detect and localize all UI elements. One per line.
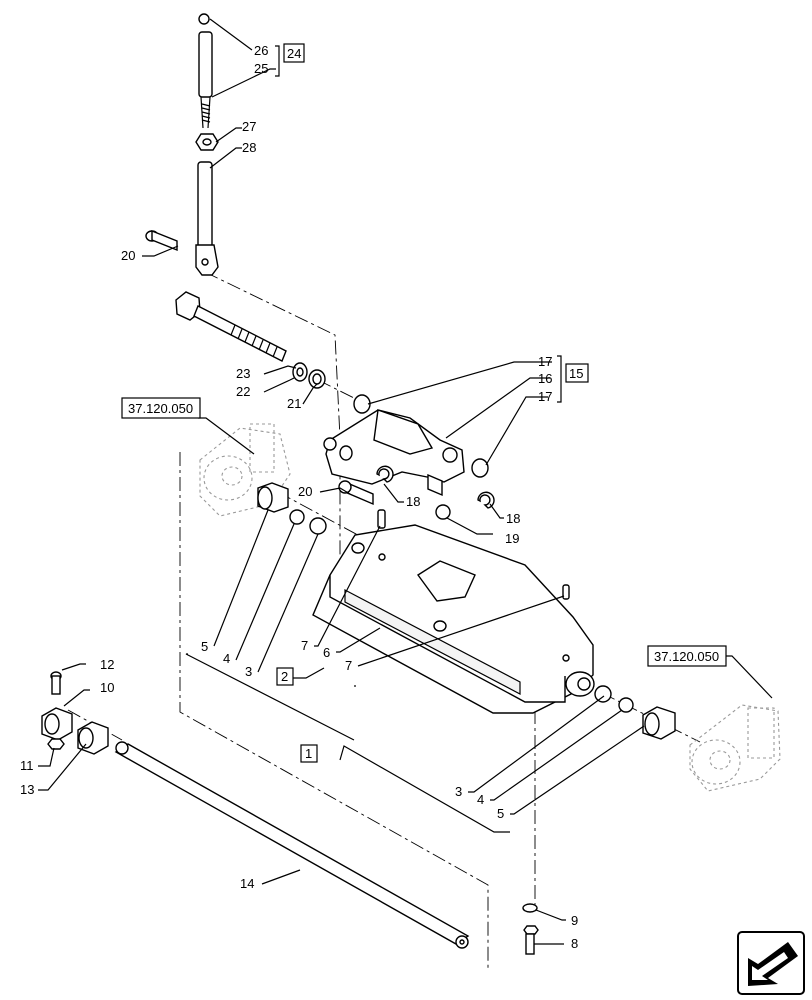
callout-13: 13 <box>20 782 34 797</box>
reference-box-right[interactable]: 37.120.050 <box>647 645 727 667</box>
arrow-nav-icon[interactable] <box>737 931 805 995</box>
callout-27: 27 <box>242 119 256 134</box>
callout-4-right: 4 <box>477 792 484 807</box>
long-bolt-23 <box>175 291 326 389</box>
callout-24: 24 <box>287 46 301 61</box>
callout-12: 12 <box>100 657 114 672</box>
callout-16: 16 <box>538 371 552 386</box>
right-bushings <box>594 685 676 740</box>
control-rod-assembly <box>195 13 219 276</box>
callout-10: 10 <box>100 680 114 695</box>
callout-15: 15 <box>569 366 583 381</box>
left-bushings <box>257 482 386 535</box>
callout-7-left: 7 <box>301 638 308 653</box>
callout-5-right: 5 <box>497 806 504 821</box>
pin-19 <box>435 504 451 520</box>
callout-17-bottom: 17 <box>538 389 552 404</box>
reference-label-right: 37.120.050 <box>654 649 719 664</box>
shaft-14 <box>114 741 470 949</box>
callout-7-right: 7 <box>345 658 352 673</box>
ghost-ref-right <box>689 704 781 792</box>
callout-17-top: 17 <box>538 354 552 369</box>
reference-label-left: 37.120.050 <box>128 401 193 416</box>
callout-3-left: 3 <box>245 664 252 679</box>
leader-lines <box>38 18 773 945</box>
callout-22: 22 <box>236 384 250 399</box>
callout-2: 2 <box>281 669 288 684</box>
callout-20-upper: 20 <box>121 248 135 263</box>
bushing-17-right <box>471 458 489 478</box>
callout-25: 25 <box>254 61 268 76</box>
pin-20-upper <box>145 229 178 252</box>
callout-20-lower: 20 <box>298 484 312 499</box>
knob-ball <box>198 13 210 25</box>
callout-14: 14 <box>240 876 254 891</box>
callout-19: 19 <box>505 531 519 546</box>
callout-4-left: 4 <box>223 651 230 666</box>
callout-labels: 26 25 24 27 28 20 23 22 21 17 16 15 17 2… <box>20 43 589 951</box>
callout-18-right: 18 <box>506 511 520 526</box>
callout-11: 11 <box>20 758 34 773</box>
callout-8: 8 <box>571 936 578 951</box>
callout-5-left: 5 <box>201 639 208 654</box>
callout-3-right: 3 <box>455 784 462 799</box>
left-small-hardware <box>41 671 109 755</box>
callout-23: 23 <box>236 366 250 381</box>
callout-9: 9 <box>571 913 578 928</box>
callout-28: 28 <box>242 140 256 155</box>
main-bracket <box>312 524 595 714</box>
callout-1: 1 <box>305 746 312 761</box>
callout-6: 6 <box>323 645 330 660</box>
bottom-bolt <box>522 903 539 955</box>
bushing-17-top <box>353 394 371 414</box>
rod-upper <box>198 31 213 98</box>
lever-arm-16 <box>323 394 495 520</box>
callout-21: 21 <box>287 396 301 411</box>
rod-lower <box>197 161 213 248</box>
callout-18-left: 18 <box>406 494 420 509</box>
reference-box-left[interactable]: 37.120.050 <box>121 397 201 419</box>
clip-18a <box>376 465 394 483</box>
callout-26: 26 <box>254 43 268 58</box>
